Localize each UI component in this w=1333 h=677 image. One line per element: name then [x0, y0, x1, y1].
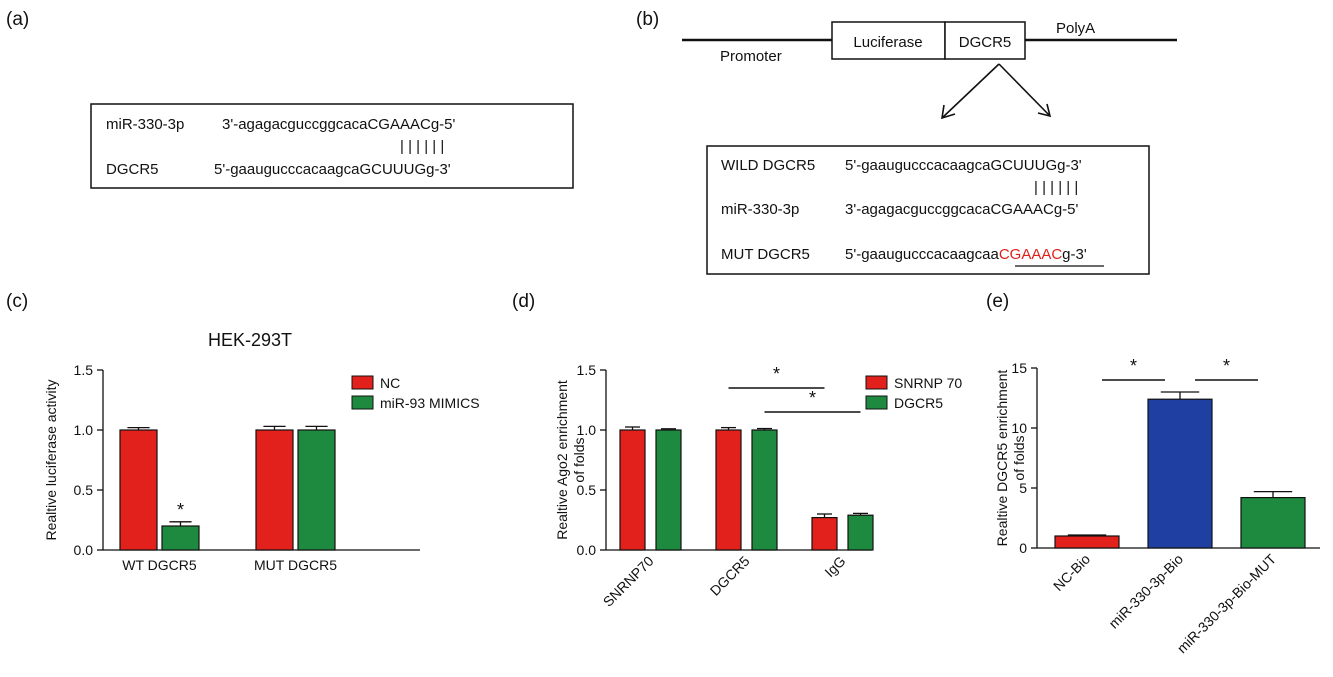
bar: [619, 429, 646, 551]
panel-a-sequence-box: [90, 103, 574, 189]
y-axis-label: Realtive Ago2 enrichmentof folds: [554, 380, 587, 540]
y-tick-label: 5: [1019, 480, 1027, 496]
bar: [297, 429, 336, 551]
y-tick-label: 0: [1019, 540, 1027, 556]
panel-b-mut-label: MUT DGCR5: [721, 246, 810, 263]
y-tick-label: 1.0: [577, 422, 597, 438]
panel-a-letter: (a): [6, 9, 29, 30]
y-axis-label-line-1: Realtive DGCR5 enrichment: [994, 370, 1010, 547]
polya-label: PolyA: [1056, 20, 1095, 37]
y-tick-label: 0.0: [74, 542, 94, 558]
y-tick-label: 0.5: [577, 482, 597, 498]
legend-label: NC: [380, 375, 400, 391]
x-tick-label: miR-330-3p-Bio: [1105, 551, 1186, 632]
y-tick-label: 1.5: [74, 362, 94, 378]
panel-b-mut-sequence: 5'-gaaugucccacaagcaaCGAAACg-3': [845, 246, 1087, 263]
y-tick-label: 0.5: [74, 482, 94, 498]
luciferase-construct: Luciferase DGCR5 Promoter PolyA: [682, 20, 1177, 120]
panel-a-target-label: DGCR5: [106, 161, 159, 178]
legend-swatch: [351, 375, 374, 390]
x-tick-label: miR-330-3p-Bio-MUT: [1174, 550, 1280, 656]
dgcr5-box: [944, 21, 1026, 60]
y-axis-label-line-2: of folds: [1011, 435, 1027, 480]
x-tick-label: IgG: [821, 553, 848, 580]
panel-b-base-pairs: | | | | | |: [1034, 179, 1078, 196]
y-tick-label: 15: [1011, 360, 1027, 376]
construct-arrow-right-head: [1037, 103, 1052, 118]
x-tick-label: DGCR5: [707, 553, 753, 599]
x-tick-label: MUT DGCR5: [254, 557, 337, 573]
panel-a-target-sequence: 5'-gaaugucccacaagcaGCUUUGg-3': [214, 161, 451, 178]
mut-sequence-suffix: g-3': [1062, 246, 1087, 263]
y-tick-label: 1.0: [74, 422, 94, 438]
panel-b-mirna-label: miR-330-3p: [721, 201, 799, 218]
legend-swatch: [865, 375, 888, 390]
dgcr5-box-label: DGCR5: [959, 34, 1012, 51]
bar: [847, 514, 874, 551]
mut-sequence-highlight: CGAAAC: [999, 246, 1063, 263]
y-tick-label: 10: [1011, 420, 1027, 436]
panel-a-base-pairs: | | | | | |: [400, 138, 444, 155]
bar: [1147, 398, 1213, 549]
legend-swatch: [865, 395, 888, 410]
bar: [715, 429, 742, 551]
bar: [1240, 497, 1306, 549]
significance-star: *: [809, 388, 816, 408]
bar: [655, 429, 682, 551]
panel-a-mirna-sequence: 3'-agagacguccggcacaCGAAACg-5': [222, 116, 455, 133]
promoter-label: Promoter: [720, 48, 782, 65]
construct-arrow-left: [941, 63, 1000, 119]
bar: [811, 516, 838, 551]
construct-arrow-right: [998, 63, 1051, 117]
significance-star: *: [1130, 356, 1137, 376]
bar: [751, 429, 778, 551]
x-tick-label: SNRNP70: [600, 553, 657, 610]
luciferase-label: Luciferase: [853, 34, 922, 51]
mut-sequence-prefix: 5'-gaaugucccacaagcaa: [845, 246, 999, 263]
legend-label: DGCR5: [894, 395, 943, 411]
significance-star: *: [1223, 356, 1230, 376]
panel-e-letter: (e): [986, 291, 1009, 312]
panel-b-wild-sequence: 5'-gaaugucccacaagcaGCUUUGg-3': [845, 157, 1082, 174]
panel-b-wild-label: WILD DGCR5: [721, 157, 815, 174]
panel-c-letter: (c): [6, 291, 28, 312]
significance-star: *: [773, 364, 780, 384]
y-axis-label-line-2: of folds: [571, 437, 587, 482]
y-axis-label: Realtive luciferase activity: [43, 379, 59, 540]
legend-swatch: [351, 395, 374, 410]
bar: [1054, 535, 1120, 549]
bar: [161, 525, 200, 551]
legend-label: SNRNP 70: [894, 375, 962, 391]
legend-label: miR-93 MIMICS: [380, 395, 480, 411]
x-tick-label: NC-Bio: [1050, 551, 1093, 594]
y-axis-label-line-1: Realtive Ago2 enrichment: [554, 380, 570, 540]
y-tick-label: 1.5: [577, 362, 597, 378]
panel-d-letter: (d): [512, 291, 535, 312]
panel-b-mirna-sequence: 3'-agagacguccggcacaCGAAACg-5': [845, 201, 1078, 218]
bar: [119, 429, 158, 551]
construct-arrow-left-head: [941, 104, 956, 120]
significance-star: *: [177, 500, 184, 520]
panel-b-letter: (b): [636, 9, 659, 30]
bar: [255, 429, 294, 551]
panel-a-mirna-label: miR-330-3p: [106, 116, 184, 133]
chart-title: HEK-293T: [208, 330, 292, 350]
y-axis-label: Realtive DGCR5 enrichmentof folds: [994, 370, 1027, 547]
y-tick-label: 0.0: [577, 542, 597, 558]
panel-b-sequence-box: [706, 145, 1150, 275]
x-tick-label: WT DGCR5: [122, 557, 197, 573]
luciferase-box: [831, 21, 946, 60]
